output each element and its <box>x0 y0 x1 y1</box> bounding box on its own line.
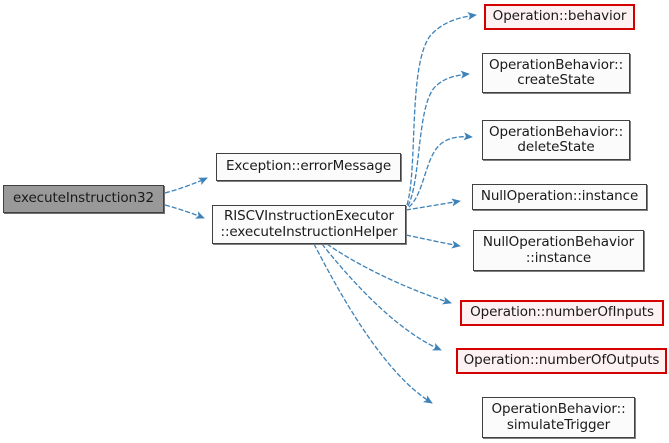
graph-node-root[interactable]: executeInstruction32 <box>3 185 164 213</box>
graph-edge-executeHelper-to-nullOpBehaviorInstance <box>405 234 461 249</box>
graph-edge-root-to-executeHelper <box>164 204 205 219</box>
graph-edge-executeHelper-to-deleteState <box>408 132 473 208</box>
graph-edge-executeHelper-to-numberOfOutputs <box>321 243 442 351</box>
graph-edge-executeHelper-to-nullOpInstance <box>405 198 461 211</box>
graph-node-nulloperationbehavior-instance[interactable]: NullOperationBehavior ::instance <box>473 230 644 271</box>
graph-edge-executeHelper-to-numberOfInputs <box>326 243 452 305</box>
graph-node-operationbehavior-createstate[interactable]: OperationBehavior:: createState <box>482 53 630 93</box>
graph-node-riscv-executeinstructionhelper[interactable]: RISCVInstructionExecutor ::executeInstru… <box>212 205 406 244</box>
graph-edge-executeHelper-to-createState <box>407 70 470 207</box>
graph-node-operationbehavior-simulatetrigger[interactable]: OperationBehavior:: simulateTrigger <box>482 397 635 438</box>
graph-edge-executeHelper-to-simulateTrigger <box>313 243 433 404</box>
graph-node-exception-errormessage[interactable]: Exception::errorMessage <box>216 153 401 181</box>
graph-node-operation-behavior[interactable]: Operation::behavior <box>484 4 635 30</box>
graph-node-operation-numberofinputs[interactable]: Operation::numberOfInputs <box>460 300 664 326</box>
graph-edge-executeHelper-to-behavior <box>406 12 477 206</box>
graph-node-operationbehavior-deletestate[interactable]: OperationBehavior:: deleteState <box>482 120 630 160</box>
graph-edge-root-to-errorMessage <box>164 177 208 194</box>
graph-node-nulloperation-instance[interactable]: NullOperation::instance <box>472 184 647 210</box>
graph-node-operation-numberofoutputs[interactable]: Operation::numberOfOutputs <box>456 348 667 374</box>
